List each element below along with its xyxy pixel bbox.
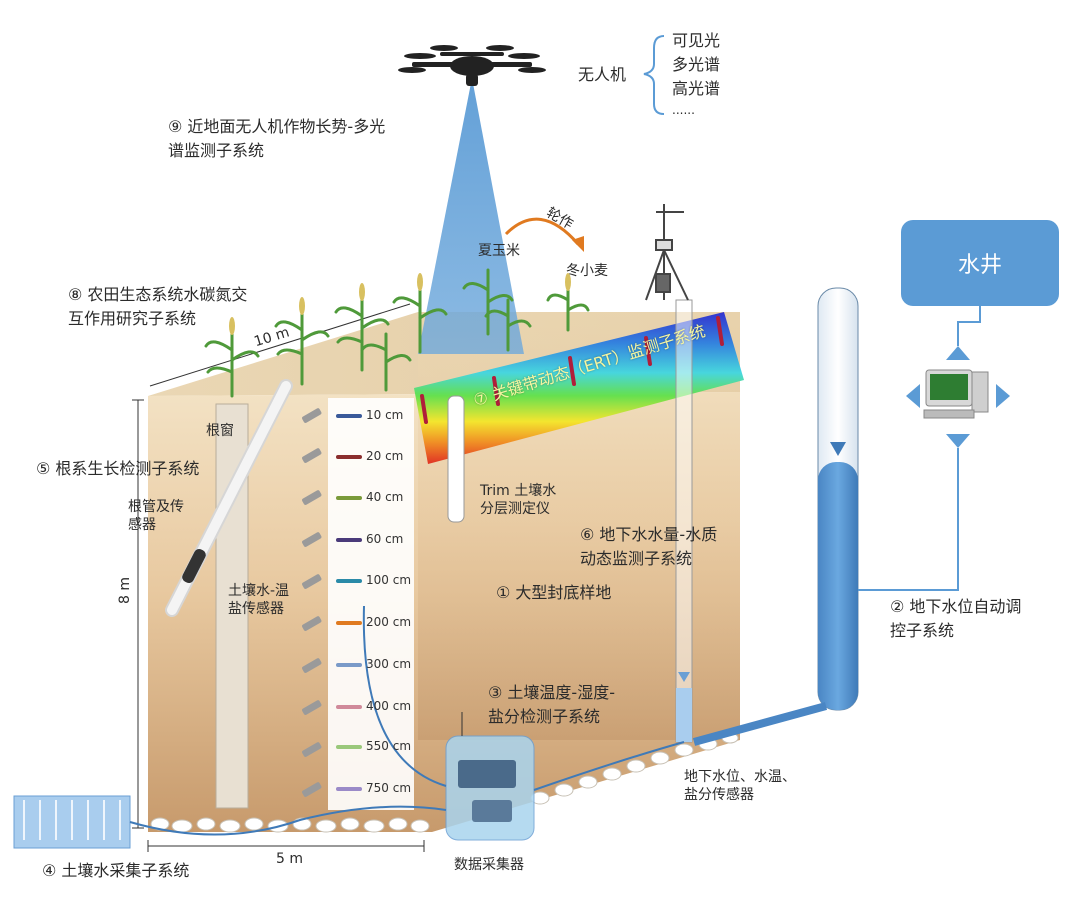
controller-links: [858, 306, 981, 591]
trim-label-1: Trim 土壤水: [480, 483, 557, 499]
depth-row: 200 cm: [336, 615, 426, 629]
depth-swatch: [336, 620, 362, 625]
depth-label: 40 cm: [366, 490, 404, 504]
subsystem-2-line2: 控子系统: [890, 621, 955, 640]
sensor-multispectral: 多光谱: [672, 55, 721, 74]
sensor-hyperspectral: 高光谱: [672, 79, 721, 98]
depth-row: 40 cm: [336, 490, 426, 504]
depth-label: 10 cm: [366, 408, 404, 422]
wheat-ears: [229, 273, 571, 335]
dimension-depth: 8 m: [117, 577, 133, 604]
sensor-visible: 可见光: [672, 31, 721, 50]
depth-label: 60 cm: [366, 532, 404, 546]
depth-row: 100 cm: [336, 573, 426, 587]
subsystem-1: ① 大型封底样地: [496, 583, 612, 602]
weather-station: [645, 204, 689, 301]
depth-label: 400 cm: [366, 699, 412, 713]
drone-icon: [398, 45, 546, 86]
depth-row: 750 cm: [336, 781, 426, 795]
subsystem-8-line1: ⑧ 农田生态系统水碳氮交: [68, 285, 248, 304]
depth-row: 10 cm: [336, 408, 426, 422]
well-connection-pipe: [692, 702, 828, 746]
depth-label: 200 cm: [366, 615, 412, 629]
subsystem-6-line1: ⑥ 地下水水量-水质: [580, 525, 718, 544]
crop-summer-maize: 夏玉米: [478, 243, 520, 259]
subsystem-3-line2: 盐分检测子系统: [488, 707, 601, 726]
depth-sensor-panel: [328, 398, 414, 810]
depth-swatch: [336, 662, 362, 667]
root-window-label: 根窗: [206, 423, 234, 439]
ert-electrodes: [420, 316, 724, 424]
depth-swatch: [336, 537, 362, 542]
gw-sensor-label-2: 盐分传感器: [684, 787, 754, 803]
subsystem-9-line1: ⑨ 近地面无人机作物长势-多光: [168, 117, 386, 136]
root-tube: [165, 379, 293, 617]
depth-swatch: [336, 578, 362, 583]
depth-label: 750 cm: [366, 781, 412, 795]
drone-sensing-beam: [418, 78, 524, 354]
rotation-arrow: [504, 217, 580, 245]
uav-label: 无人机: [578, 65, 627, 84]
depth-swatch: [336, 454, 362, 459]
depth-label: 100 cm: [366, 573, 412, 587]
depth-swatch: [336, 704, 362, 709]
subsystem-6-line2: 动态监测子系统: [580, 549, 693, 568]
depth-row: 60 cm: [336, 532, 426, 546]
root-tube-label-1: 根管及传: [128, 499, 184, 515]
subsystem-5: ⑤ 根系生长检测子系统: [36, 459, 200, 478]
water-well-box: 水井: [901, 220, 1059, 306]
depth-label: 550 cm: [366, 739, 412, 753]
ert-band: [414, 312, 744, 464]
depth-swatch: [336, 786, 362, 791]
crop-winter-wheat: 冬小麦: [566, 263, 608, 279]
depth-row: 400 cm: [336, 699, 426, 713]
depth-label: 20 cm: [366, 449, 404, 463]
trim-label-2: 分层测定仪: [480, 501, 550, 517]
subsystem-9-line2: 谱监测子系统: [168, 141, 265, 160]
dimension-lines: [132, 303, 425, 852]
gw-sensor-label-1: 地下水位、水温、: [684, 769, 796, 785]
subsystem-3-line1: ③ 土壤温度-湿度-: [488, 683, 615, 702]
crop-plants: [204, 268, 590, 398]
sensor-list-bracket: [643, 35, 665, 115]
depth-swatch: [336, 495, 362, 500]
depth-row: 550 cm: [336, 739, 426, 753]
depth-swatch: [336, 413, 362, 418]
computer-icon: [906, 346, 1010, 448]
subsystem-8-line2: 互作用研究子系统: [68, 309, 197, 328]
subsystem-4: ④ 土壤水采集子系统: [42, 861, 190, 880]
depth-label: 300 cm: [366, 657, 412, 671]
dimension-width: 5 m: [276, 851, 303, 867]
trim-tube: [447, 395, 465, 523]
gravel-bed: [150, 732, 739, 833]
depth-row: 20 cm: [336, 449, 426, 463]
soil-sensor-label-1: 土壤水-温: [228, 583, 290, 599]
soil-sensor-probes: [302, 408, 322, 797]
soil-sensor-label-2: 盐传感器: [228, 601, 284, 617]
data-logger-label: 数据采集器: [454, 857, 524, 873]
observation-well-water: [818, 462, 858, 710]
root-tube-label-2: 感器: [128, 517, 156, 533]
subsystem-2-line1: ② 地下水位自动调: [890, 597, 1022, 616]
depth-row: 300 cm: [336, 657, 426, 671]
depth-swatch: [336, 744, 362, 749]
sensor-more: ......: [672, 103, 695, 117]
sensor-cables: [129, 605, 685, 836]
